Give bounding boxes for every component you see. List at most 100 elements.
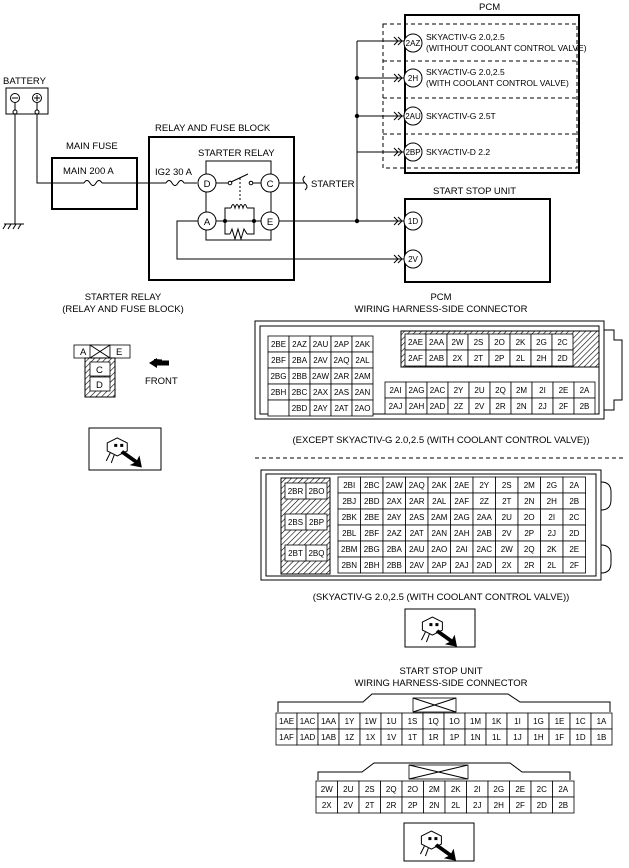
- connector-pin: 1AE: [275, 712, 298, 730]
- connector-pin: 1AA: [317, 712, 340, 730]
- svg-text:2AD: 2AD: [430, 402, 446, 411]
- connector-pin: 2AE: [450, 476, 474, 494]
- connector-pin: 2AN: [351, 383, 374, 401]
- connector-pin: 1I: [506, 712, 529, 730]
- relay-terminal-a: A: [197, 211, 217, 231]
- svg-text:2BH: 2BH: [271, 388, 287, 397]
- svg-text:2W: 2W: [501, 545, 513, 554]
- svg-text:2A: 2A: [569, 481, 579, 490]
- connector-pin: 2BM: [337, 540, 361, 558]
- connector-pin: 2R: [517, 556, 541, 574]
- connector-pin: 2Q: [489, 381, 512, 399]
- connector-pin: 1AF: [275, 728, 298, 746]
- connector-pin: 2J: [531, 397, 554, 415]
- connector-pin: 1C: [569, 712, 592, 730]
- pcm-box: [404, 14, 580, 174]
- svg-text:2K: 2K: [547, 545, 557, 554]
- svg-text:(WITH COOLANT CONTROL VALVE): (WITH COOLANT CONTROL VALVE): [426, 78, 569, 88]
- connector-pin: 2Q: [517, 540, 541, 558]
- connector-pin: 2BD: [360, 492, 384, 510]
- svg-text:2P: 2P: [524, 529, 534, 538]
- connector-pin: 2A: [552, 780, 575, 798]
- connector-pin: 2S: [358, 780, 381, 798]
- svg-text:2BN: 2BN: [341, 561, 357, 570]
- connector-pin: 2U: [468, 381, 491, 399]
- connector-pin: 2K: [444, 780, 467, 798]
- connector-pin: 2AW: [382, 476, 406, 494]
- svg-text:2BB: 2BB: [387, 561, 402, 570]
- pcm-caption-a: (EXCEPT SKYACTIV-G 2.0,2.5 (WITH COOLANT…: [292, 435, 589, 446]
- connector-pin: 2L: [444, 796, 467, 814]
- svg-text:1W: 1W: [365, 717, 377, 726]
- connector-pin: 2BR: [284, 482, 307, 500]
- connector-pin: 2AC: [472, 540, 496, 558]
- connector-pin: 2AK: [427, 476, 451, 494]
- connector-pin: 1J: [506, 728, 529, 746]
- connector-pin: 2O: [401, 780, 424, 798]
- svg-text:2AM: 2AM: [431, 513, 448, 522]
- connector-pin: 1H: [527, 728, 550, 746]
- connector-pin: 1Y: [338, 712, 361, 730]
- svg-text:2H: 2H: [536, 354, 546, 363]
- connector-pin: 2K: [540, 540, 564, 558]
- svg-text:2AH: 2AH: [409, 402, 425, 411]
- connector-pin: 2P: [517, 524, 541, 542]
- connector-pin: 2AD: [472, 556, 496, 574]
- svg-text:2BS: 2BS: [288, 518, 303, 527]
- connector-pin: 2Y: [447, 381, 470, 399]
- svg-text:2BF: 2BF: [271, 356, 286, 365]
- connector-pin: 2D: [551, 349, 574, 367]
- svg-text:2X: 2X: [322, 801, 332, 810]
- connector-pin: 2AL: [351, 351, 374, 369]
- connector-pin: 2BS: [284, 513, 307, 531]
- pcm-connector-title: PCM: [430, 292, 451, 303]
- front-arrow-icon: [149, 358, 157, 368]
- connector-pin: 2Y: [472, 476, 496, 494]
- svg-text:2K: 2K: [516, 338, 526, 347]
- svg-text:2R: 2R: [386, 801, 396, 810]
- connector-pin: 2R: [380, 796, 403, 814]
- connector-pin: 2W: [495, 540, 519, 558]
- connector-pin: 2AD: [426, 397, 449, 415]
- probe-icon: [88, 427, 162, 471]
- svg-text:2BC: 2BC: [292, 388, 308, 397]
- connector-pin: 2BI: [337, 476, 361, 494]
- svg-text:2C: 2C: [569, 513, 579, 522]
- connector-pin: 2AO: [427, 540, 451, 558]
- svg-text:2D: 2D: [537, 801, 547, 810]
- svg-text:2AC: 2AC: [430, 386, 446, 395]
- connector-pin: 2BF: [267, 351, 290, 369]
- svg-text:1Z: 1Z: [345, 733, 354, 742]
- ssu-connector-title: START STOP UNIT: [399, 666, 482, 677]
- svg-text:2AS: 2AS: [334, 388, 349, 397]
- svg-text:2X: 2X: [502, 561, 512, 570]
- connector-pin: 2AH: [450, 524, 474, 542]
- svg-text:2AG: 2AG: [408, 386, 424, 395]
- svg-text:1AC: 1AC: [300, 717, 316, 726]
- svg-text:1U: 1U: [386, 717, 396, 726]
- connector-pin: 2BN: [337, 556, 361, 574]
- connector-pin: 1U: [380, 712, 403, 730]
- svg-text:2P: 2P: [495, 354, 505, 363]
- connector-pin: 2G: [487, 780, 510, 798]
- svg-text:2H: 2H: [408, 74, 418, 83]
- svg-text:2AE: 2AE: [408, 338, 423, 347]
- svg-text:2AE: 2AE: [454, 481, 469, 490]
- svg-text:2C: 2C: [537, 785, 547, 794]
- svg-text:2S: 2S: [474, 338, 484, 347]
- starter-relay-label: STARTER RELAY: [198, 148, 275, 159]
- relay-view-subtitle: (RELAY AND FUSE BLOCK): [62, 304, 184, 315]
- connector-pin: 2BQ: [305, 544, 328, 562]
- connector-pin: 2F: [509, 796, 532, 814]
- svg-text:2BM: 2BM: [341, 545, 358, 554]
- svg-text:2Q: 2Q: [495, 386, 506, 395]
- connector-pin: 2F: [562, 556, 586, 574]
- connector-icon: [393, 254, 403, 264]
- svg-text:SKYACTIV-G 2.0,2.5: SKYACTIV-G 2.0,2.5: [426, 67, 505, 77]
- svg-text:1L: 1L: [492, 733, 501, 742]
- svg-text:2AT: 2AT: [410, 529, 424, 538]
- svg-text:1AB: 1AB: [321, 733, 336, 742]
- connector-pin: 2B: [573, 397, 596, 415]
- connector-pin: 2O: [488, 333, 511, 351]
- svg-text:2AK: 2AK: [355, 340, 371, 349]
